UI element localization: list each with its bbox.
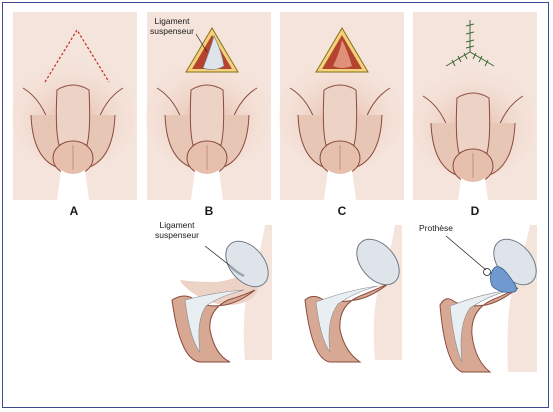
panel-label-c: C: [338, 204, 347, 218]
suspensory-ligament: [229, 265, 245, 278]
suspensory-ligament: [202, 35, 225, 70]
profile-d: Prothèse: [419, 223, 537, 373]
panel-label-d: D: [471, 204, 480, 218]
profile-c: [304, 225, 402, 363]
pubic-bone: [356, 238, 400, 286]
panel-a: A: [10, 12, 137, 218]
callout-ligament-profile-line2: suspenseur: [155, 230, 199, 240]
corpus-cavernosum: [449, 289, 511, 363]
incision-line: [44, 28, 110, 83]
corpus-cavernosum: [184, 289, 245, 353]
callout-ligament-b-line1: Ligament: [155, 16, 191, 26]
panel-label-b: B: [205, 204, 214, 218]
panel-c: C: [277, 12, 404, 218]
callout-ligament-profile-line1: Ligament: [160, 220, 196, 230]
callout-ligament-b-line2: suspenseur: [150, 26, 194, 36]
prosthesis: [490, 266, 517, 293]
pubic-bone: [225, 240, 269, 288]
panel-label-a: A: [70, 204, 79, 218]
y-suture: [445, 20, 495, 67]
panel-b: Ligament suspenseur B: [144, 12, 271, 218]
profile-b: Ligament suspenseur: [155, 220, 272, 363]
panel-d: D: [410, 12, 537, 218]
suture-knot-icon: [483, 268, 491, 276]
corpus-cavernosum: [315, 285, 379, 353]
callout-prosthesis: Prothèse: [419, 223, 453, 233]
